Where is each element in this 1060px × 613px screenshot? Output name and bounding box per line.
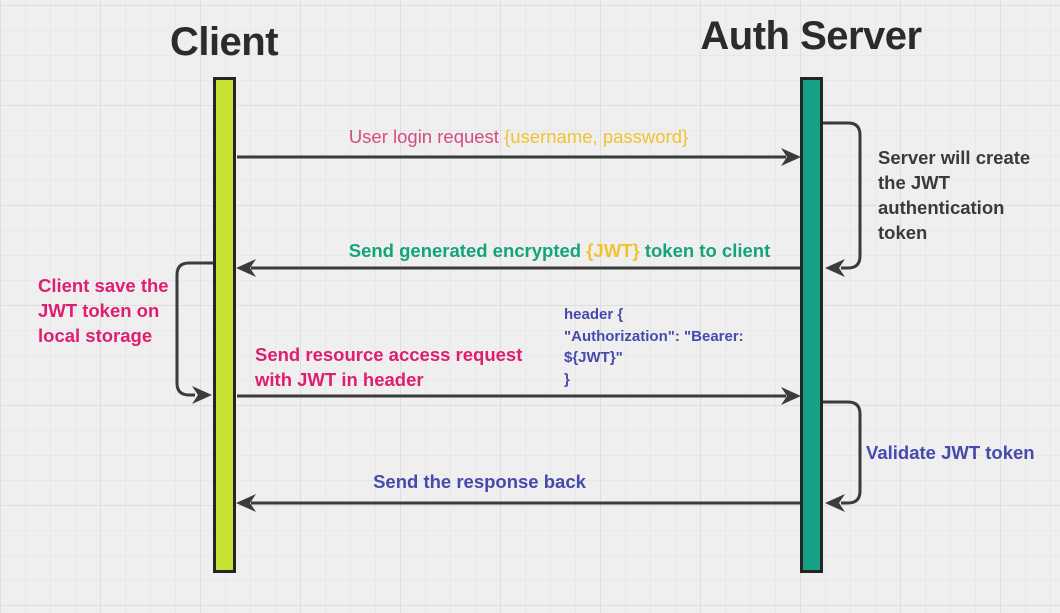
note-server-create-line2: the JWT [878, 172, 950, 193]
header-code-block: header { "Authorization": "Bearer: ${JWT… [564, 304, 744, 390]
note-server-create-line1: Server will create [878, 147, 1031, 168]
note-client-save-line1: Client save the [38, 275, 169, 296]
arrow-send-jwt [236, 259, 800, 277]
note-server-create: Server will create the JWT authenticatio… [878, 145, 1030, 245]
self-loop-validate [823, 400, 862, 512]
arrow-user-login [237, 148, 801, 166]
header-code-line2: "Authorization": "Bearer: [564, 327, 744, 345]
message-resource-request-line1: Send resource access request [255, 344, 523, 365]
header-code-line3: ${JWT}" [564, 349, 623, 366]
note-server-create-line3: authentication [878, 197, 1005, 218]
actor-title-client: Client [169, 20, 279, 64]
auth-server-lifeline [800, 77, 823, 573]
header-code-line1: header { [564, 306, 624, 323]
arrow-resource-request [237, 387, 801, 405]
message-send-jwt: Send generated encrypted {JWT} token to … [278, 240, 841, 262]
self-loop-client-save [175, 261, 213, 404]
message-send-jwt-token: {JWT} [586, 240, 640, 261]
message-resource-request: Send resource access request with JWT in… [255, 342, 522, 392]
message-user-login-params: {username, password} [504, 126, 689, 147]
header-code-line4: } [564, 370, 570, 388]
arrow-response [236, 494, 800, 512]
note-client-save-line3: local storage [38, 325, 153, 346]
client-lifeline [213, 77, 236, 573]
self-loop-server-create [823, 121, 862, 277]
actor-title-auth-server: Auth Server [700, 14, 922, 58]
message-response: Send the response back [373, 471, 586, 492]
message-send-jwt-text1: Send generated encrypted [348, 240, 587, 261]
message-user-login-text: User login request [348, 126, 505, 147]
note-server-create-line4: token [878, 222, 928, 243]
message-user-login: User login request {username, password} [237, 126, 800, 148]
note-client-save: Client save the JWT token on local stora… [38, 273, 169, 348]
note-client-save-line2: JWT token on [38, 300, 160, 321]
note-validate-jwt: Validate JWT token [866, 442, 1035, 463]
message-send-jwt-text2: token to client [639, 240, 771, 261]
message-resource-request-line2: with JWT in header [255, 369, 424, 390]
